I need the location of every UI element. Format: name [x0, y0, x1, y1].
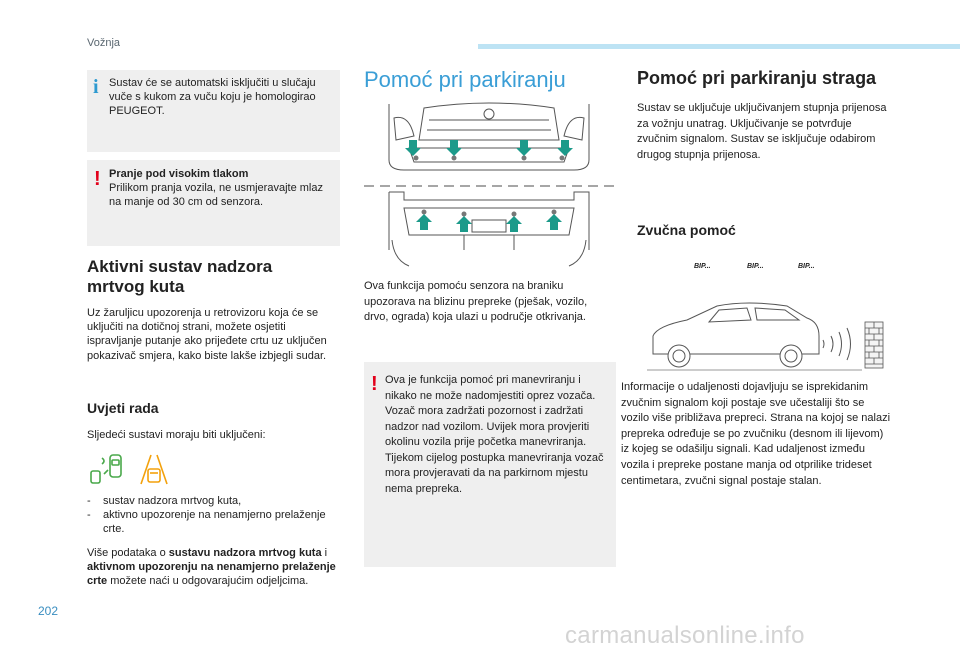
info-box: i Sustav će se automatski isključiti u s…: [87, 70, 340, 152]
list-item: -aktivno upozorenje na nenamjerno prelaž…: [87, 509, 326, 536]
rear-parking-intro: Sustav se uključuje uključivanjem stupnj…: [637, 102, 887, 161]
warning-box-parking: ! Ova je funkcija pomoć pri manevriranju…: [364, 362, 616, 567]
parking-sensors-illustration: [364, 102, 614, 267]
warning-text: Prilikom pranja vozila, ne usmjeravajte …: [109, 182, 323, 209]
warning-icon: !: [371, 373, 378, 395]
parking-warning-text: Ova je funkcija pomoć pri manevriranju i…: [385, 374, 604, 495]
section-heading-parking: Pomoć pri parkiranju: [364, 67, 566, 92]
warning-title: Pranje pod visokim tlakom: [109, 168, 249, 180]
section-heading-blind-spot: Aktivni sustav nadzora mrtvog kuta: [87, 257, 273, 296]
more-info-paragraph: Više podataka o sustavu nadzora mrtvog k…: [87, 547, 336, 588]
warning-icon: !: [94, 168, 101, 190]
blind-spot-icon: [90, 454, 122, 484]
section-heading-rear-parking: Pomoć pri parkiranju straga: [637, 68, 877, 88]
info-box-text: Sustav će se automatski isključiti u slu…: [109, 77, 316, 118]
rear-parking-description: Informacije o udaljenosti dojavljuju se …: [621, 381, 891, 487]
page-number: 202: [38, 604, 59, 618]
subheading-conditions: Uvjeti rada: [87, 400, 159, 416]
section-label: Vožnja: [87, 37, 121, 49]
lane-warning-icon: [140, 454, 168, 485]
beep-label: BIP...: [747, 263, 764, 270]
blind-spot-intro: Uz žaruljicu upozorenja u retrovizoru ko…: [87, 307, 327, 362]
rear-parking-illustration: [647, 302, 884, 371]
list-item: -sustav nadzora mrtvog kuta,: [87, 495, 242, 507]
conditions-intro: Sljedeći sustavi moraju biti uključeni:: [87, 429, 266, 441]
beep-label: BIP...: [798, 263, 815, 270]
beep-label: BIP...: [694, 263, 711, 270]
header-bar: [478, 44, 960, 49]
warning-box-pressure-wash: ! Pranje pod visokim tlakom Prilikom pra…: [87, 160, 340, 246]
info-icon: i: [93, 76, 99, 98]
parking-description: Ova funkcija pomoću senzora na braniku u…: [364, 280, 588, 323]
subheading-audio: Zvučna pomoć: [637, 222, 736, 238]
watermark: carmanualsonline.info: [565, 622, 805, 649]
